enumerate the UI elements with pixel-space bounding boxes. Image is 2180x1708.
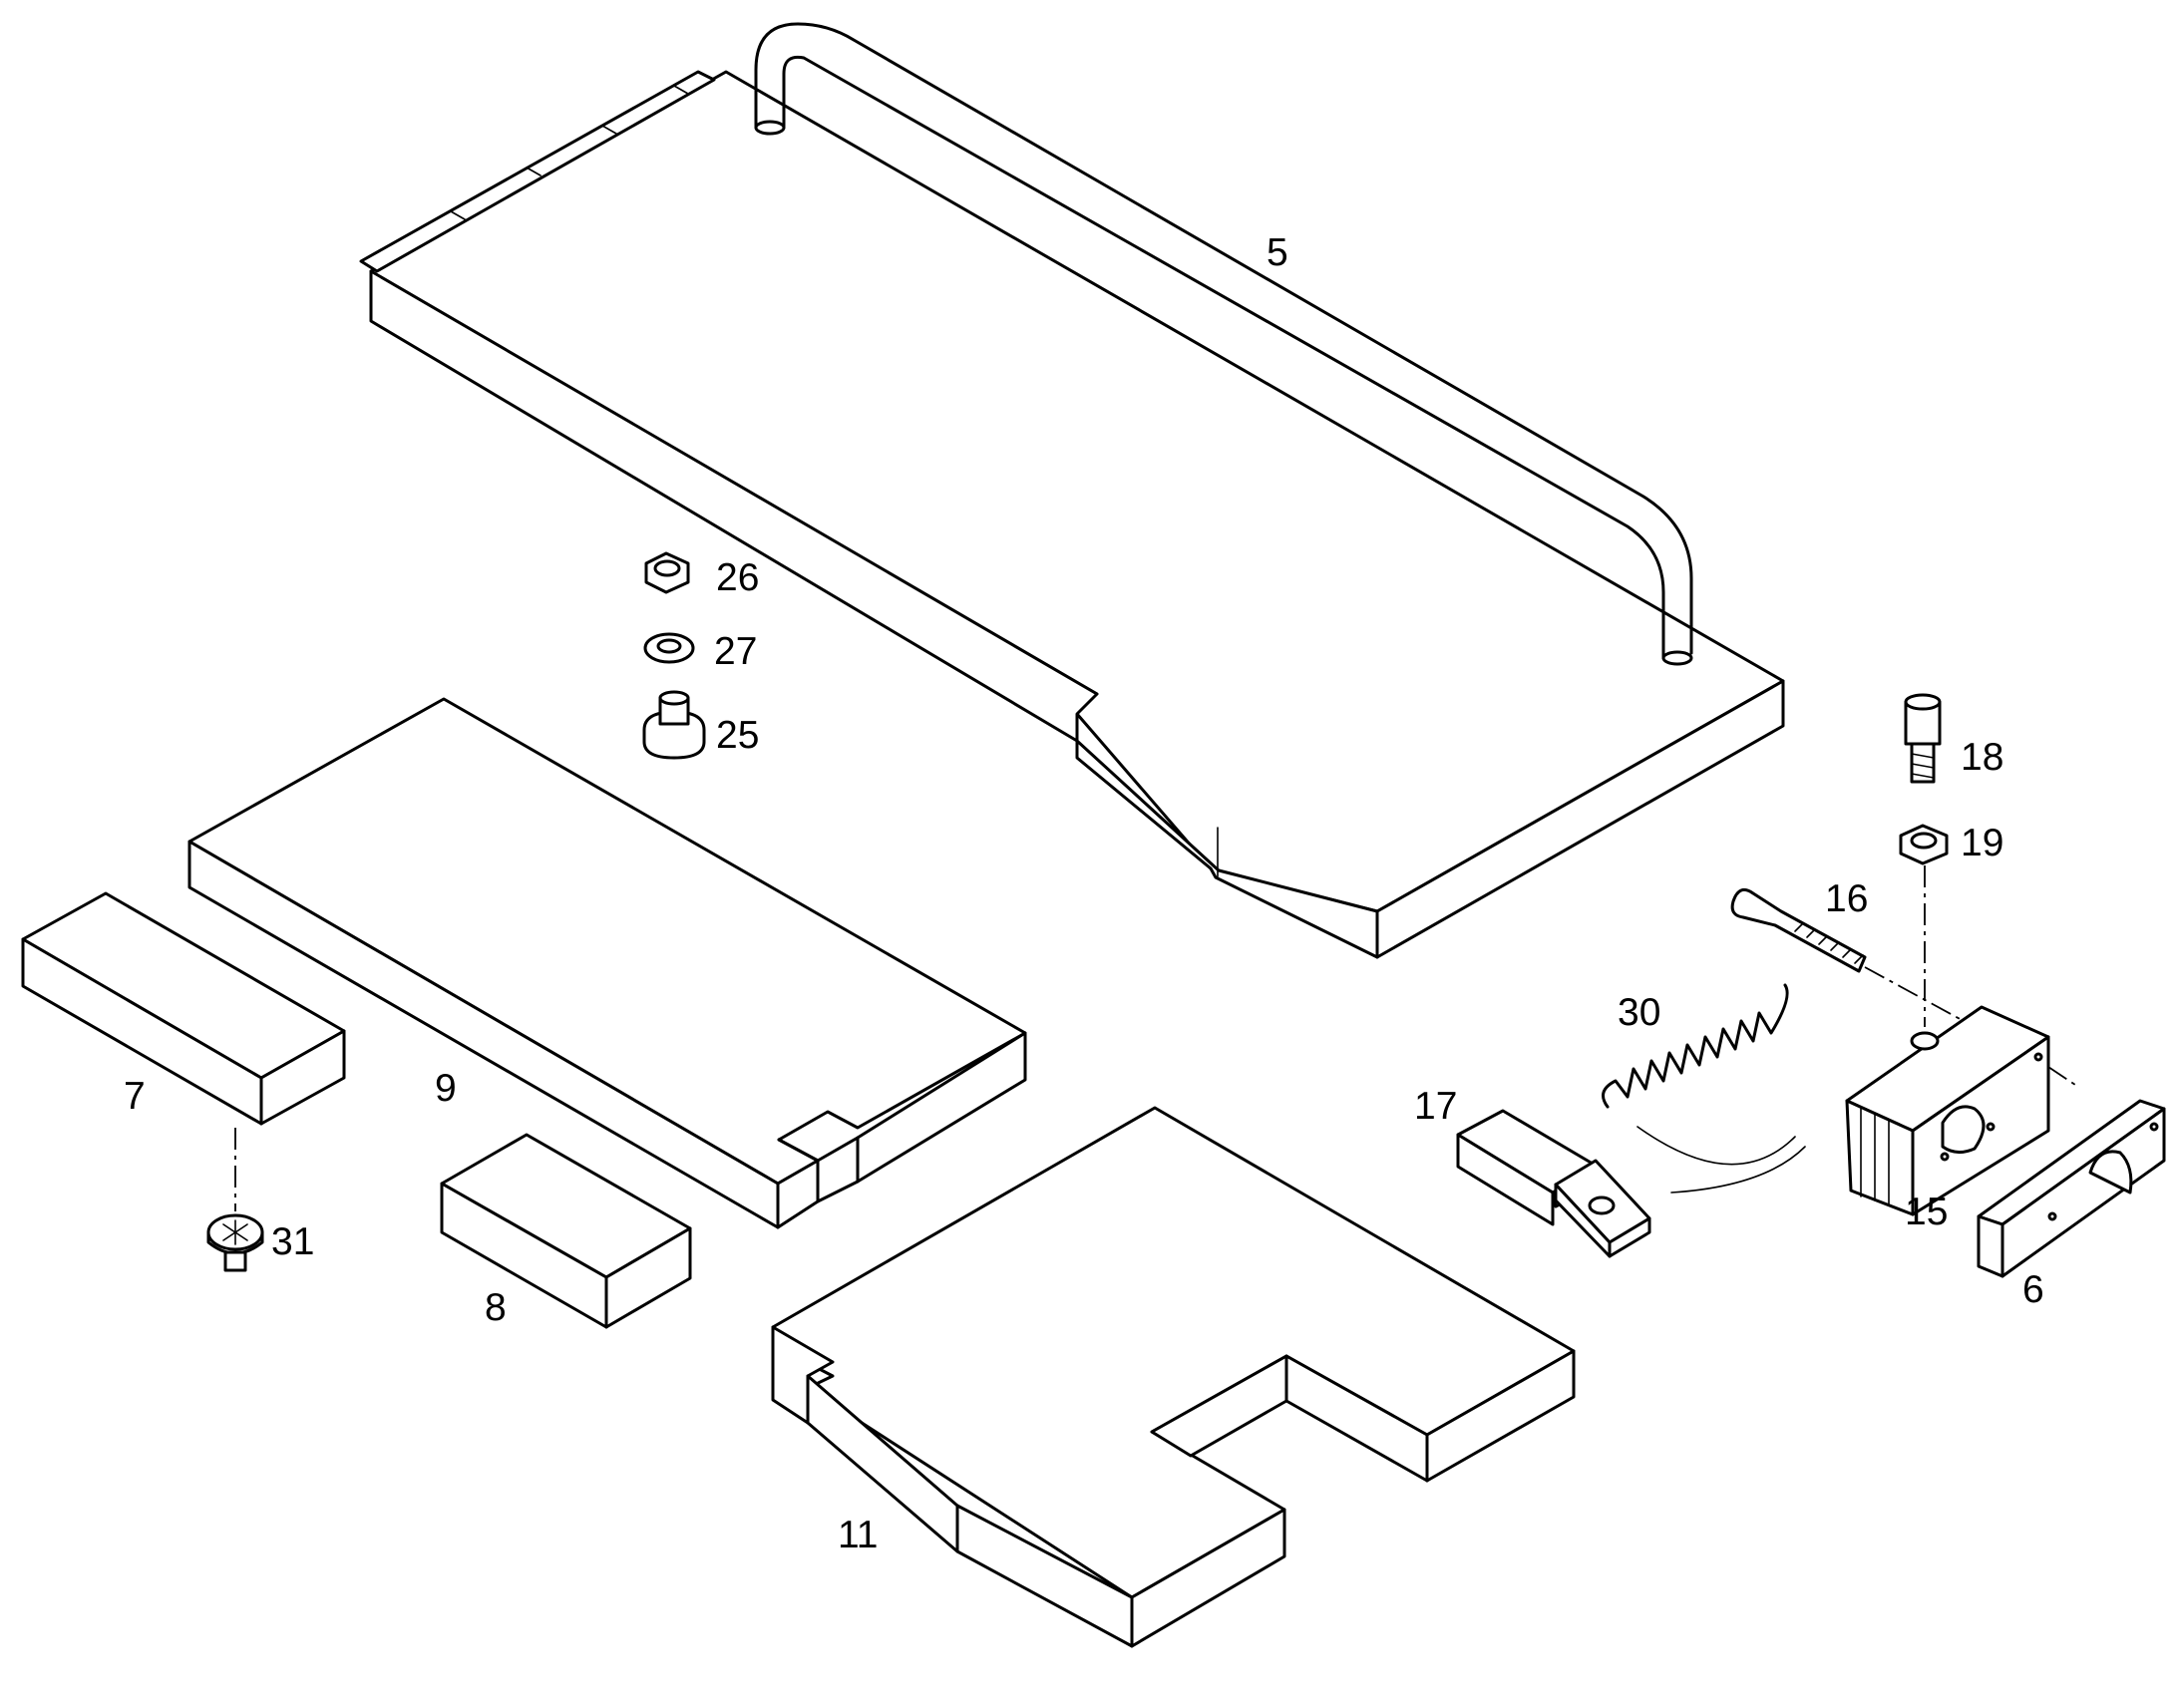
label-25: 25 — [716, 714, 759, 757]
label-16: 16 — [1825, 877, 1868, 920]
label-26: 26 — [716, 556, 759, 599]
label-30: 30 — [1618, 991, 1660, 1034]
part-5-top-plate — [359, 22, 1785, 959]
label-7: 7 — [124, 1075, 146, 1118]
label-8: 8 — [485, 1286, 507, 1329]
part-25-stud — [642, 690, 706, 760]
label-19: 19 — [1961, 822, 2003, 864]
label-15: 15 — [1905, 1191, 1948, 1233]
label-11: 11 — [838, 1514, 879, 1556]
axis-housing-to-6 — [2047, 1066, 2079, 1088]
label-17: 17 — [1414, 1085, 1457, 1128]
label-6: 6 — [2022, 1268, 2044, 1311]
part-16-screw — [1730, 887, 1976, 1028]
label-18: 18 — [1961, 736, 2003, 779]
part-30-spring — [1602, 983, 1789, 1109]
part-7-block — [21, 891, 346, 1126]
part-27-washer — [643, 632, 695, 664]
part-8-block — [440, 1133, 692, 1329]
label-31: 31 — [271, 1220, 314, 1263]
part-11-bottom-plate — [771, 1106, 1576, 1648]
part-6-end-plate — [1977, 1099, 2166, 1278]
part-18-cap-screw — [1904, 693, 1942, 784]
part-9-middle-plate — [187, 697, 1027, 1229]
spring-routing-arc-lower — [1670, 1146, 1806, 1194]
label-9: 9 — [435, 1067, 457, 1110]
part-15-latch-housing — [1845, 1005, 2050, 1216]
part-31-screw — [206, 1128, 264, 1272]
spring-routing-arc — [1636, 1126, 1796, 1166]
label-5: 5 — [1267, 231, 1288, 274]
part-19-nut — [1899, 824, 1949, 1027]
callout-labels: 5 26 27 25 18 19 16 30 17 15 6 7 9 31 8 … — [124, 231, 2044, 1556]
label-27: 27 — [714, 630, 757, 673]
part-17-latch — [1456, 1109, 1651, 1258]
part-26-nut — [644, 551, 690, 594]
